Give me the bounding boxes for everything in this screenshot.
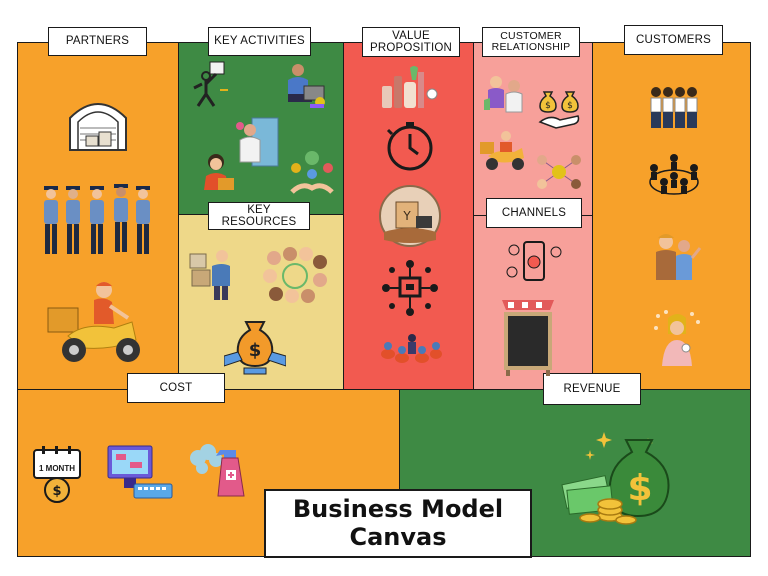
svg-text:$: $ [567,101,573,111]
hands-network-icon [288,148,336,196]
phone-social-icon [506,238,562,286]
key-resources-label: KEY RESOURCES [208,202,310,230]
canvas-title-line-2: Canvas [349,522,447,551]
call-agent-icon [198,150,238,194]
svg-text:$: $ [249,340,262,361]
calendar-month-icon: 1 MONTH $ [32,444,82,504]
computer-icon [104,444,174,500]
customer-network-icon [646,152,702,196]
canvas-title-line-1: Business Model [292,494,504,523]
team-group-icon [380,332,442,366]
cleaning-spray-icon [188,444,252,500]
canvas-title: Business Model Canvas [264,489,532,558]
value-proposition-line-1: VALUE [392,29,430,42]
stopwatch-icon [384,120,436,172]
delivery-scooter-icon [44,278,148,370]
worker-boxes-icon [186,246,236,302]
partners-label: PARTNERS [48,27,147,56]
customer-relationship-line-2: RELATIONSHIP [491,41,571,53]
svg-text:$: $ [545,101,551,111]
shopping-assist-icon [482,72,528,118]
key-activities-label: KEY ACTIVITIES [208,27,311,56]
diverse-team-icon [260,244,330,304]
money-bag-hands-icon: $ [224,314,286,376]
svg-text:$: $ [52,484,61,499]
people-network-icon [534,152,584,192]
thinking-woman-icon [652,308,702,368]
svg-text:$: $ [627,468,652,509]
customer-relationship-line-1: CUSTOMER [500,29,562,42]
warehouse-icon [66,92,130,152]
customers-group-icon [648,84,700,134]
revenue-label: REVENUE [543,373,641,405]
courier-boxes-icon [190,60,232,110]
customers-label: CUSTOMERS [624,25,723,55]
laptop-worker-icon [282,60,330,110]
money-bag-coins-icon: $ [560,430,678,526]
chalkboard-sign-icon [500,296,556,376]
value-proposition-line-2: PROPOSITION [369,42,453,54]
channels-label: CHANNELS [486,198,582,228]
calendar-text: 1 MONTH [39,464,75,473]
cost-label: COST [127,373,225,403]
logistics-network-icon [380,258,440,318]
presenter-icon [232,114,280,170]
customer-relationship-label: CUSTOMER RELATIONSHIP [482,27,580,57]
value-proposition-label: VALUE PROPOSITION [362,27,460,57]
cosmetics-products-icon [380,64,438,110]
police-officers-icon [38,180,158,260]
money-bags-hand-icon: $ $ [536,86,582,130]
svg-text:Y: Y [402,209,411,223]
scooter-courier-icon [478,128,530,172]
package-delivery-icon: Y [378,184,442,248]
travellers-icon [648,232,702,284]
